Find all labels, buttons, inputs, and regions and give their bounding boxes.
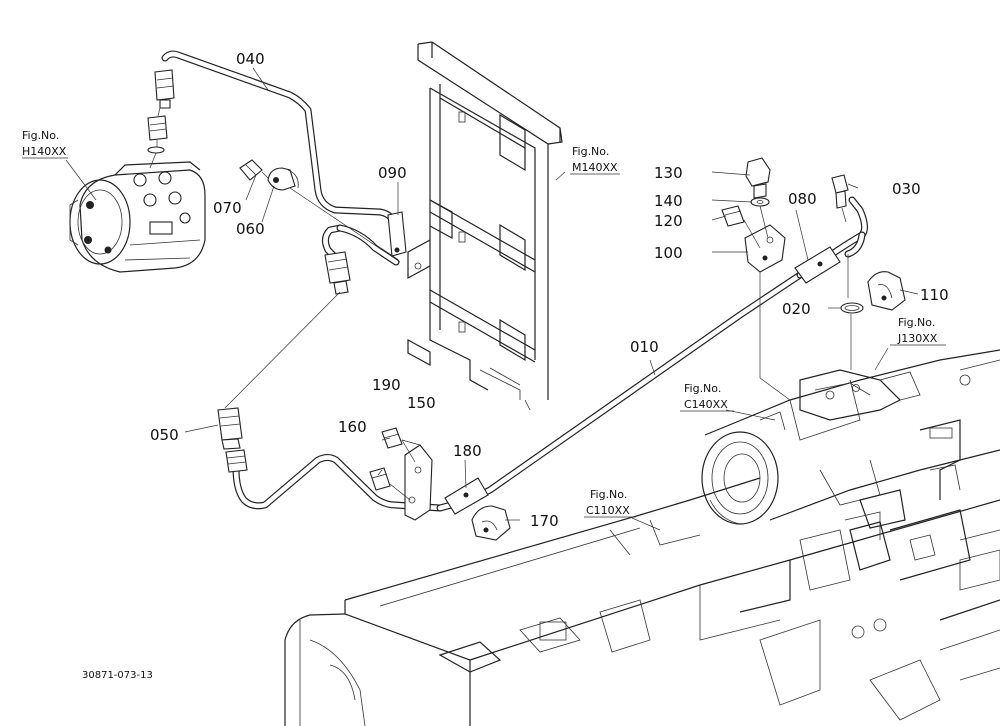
pipe-040-fittings bbox=[147, 69, 351, 295]
part-150-label: 150 bbox=[407, 394, 436, 412]
part-160-label: 160 bbox=[338, 418, 367, 436]
pipe-050 bbox=[217, 407, 444, 512]
pipe-040 bbox=[161, 50, 400, 266]
fig-ref-h140-label: Fig.No. bbox=[22, 129, 59, 142]
fig-ref-j130-label: Fig.No. bbox=[898, 316, 935, 329]
part-callouts: 040 090 070 060 010 050 190 150 160 180 … bbox=[150, 50, 949, 530]
callout-leaders bbox=[65, 67, 919, 531]
part-130-label: 130 bbox=[654, 164, 683, 182]
part-100-label: 100 bbox=[654, 244, 683, 262]
sleeve-080 bbox=[794, 246, 841, 284]
bolt-190 bbox=[381, 427, 416, 463]
part-070-label: 070 bbox=[213, 199, 242, 217]
tractor-body-outline bbox=[284, 477, 1000, 726]
bolt-120 bbox=[721, 205, 761, 249]
clamp-060 bbox=[267, 167, 299, 191]
fig-ref-c140-label: Fig.No. bbox=[684, 382, 721, 395]
sleeve-180 bbox=[444, 477, 489, 515]
part-090-label: 090 bbox=[378, 164, 407, 182]
fig-ref-c110-label: Fig.No. bbox=[590, 488, 627, 501]
part-060-label: 060 bbox=[236, 220, 265, 238]
fig-ref-j130-code: J130XX bbox=[897, 332, 938, 345]
part-120-label: 120 bbox=[654, 212, 683, 230]
support-frame bbox=[407, 41, 563, 411]
part-110-label: 110 bbox=[920, 286, 949, 304]
part-050-label: 050 bbox=[150, 426, 179, 444]
fig-ref-m140-code: M140XX bbox=[572, 161, 618, 174]
o-ring-020 bbox=[840, 302, 864, 314]
clamp-110 bbox=[867, 271, 906, 311]
bolt-130 bbox=[745, 157, 771, 199]
fig-ref-m140-label: Fig.No. bbox=[572, 145, 609, 158]
part-080-label: 080 bbox=[788, 190, 817, 208]
part-180-label: 180 bbox=[453, 442, 482, 460]
part-190-label: 190 bbox=[372, 376, 401, 394]
bolt-030 bbox=[831, 174, 849, 223]
clamp-170 bbox=[471, 505, 511, 541]
figure-refs: Fig.No. H140XX Fig.No. M140XX Fig.No. J1… bbox=[22, 129, 946, 518]
part-140-label: 140 bbox=[654, 192, 683, 210]
part-170-label: 170 bbox=[530, 512, 559, 530]
bolt-160 bbox=[369, 467, 411, 501]
document-id: 30871-073-13 bbox=[82, 670, 153, 681]
washer-140 bbox=[750, 197, 770, 239]
part-030-label: 030 bbox=[892, 180, 921, 198]
steering-pump bbox=[69, 161, 206, 273]
part-010-label: 010 bbox=[630, 338, 659, 356]
fig-ref-c140-code: C140XX bbox=[684, 398, 728, 411]
transmission-housing bbox=[701, 349, 1000, 591]
fig-ref-h140-code: H140XX bbox=[22, 145, 67, 158]
assembly-lines bbox=[224, 187, 852, 409]
clamp-090 bbox=[387, 211, 407, 257]
part-020-label: 020 bbox=[782, 300, 811, 318]
bolt-070 bbox=[239, 159, 269, 181]
fig-ref-c110-code: C110XX bbox=[586, 504, 630, 517]
bracket-100 bbox=[744, 224, 786, 273]
bracket-150 bbox=[404, 444, 433, 521]
part-040-label: 040 bbox=[236, 50, 265, 68]
